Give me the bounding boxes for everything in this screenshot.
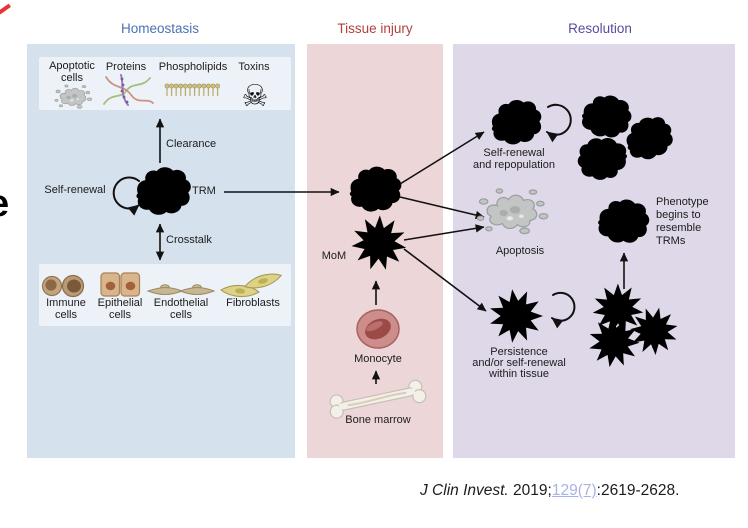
cropped-edge-letter: e bbox=[0, 185, 9, 223]
red-corner-mark bbox=[0, 3, 11, 15]
endothelial-cells-label: Endothelial cells bbox=[153, 297, 209, 321]
header-resolution: Resolution bbox=[568, 21, 632, 36]
self-renewal-label: Self-renewal bbox=[44, 184, 106, 196]
apoptosis-label: Apoptosis bbox=[495, 245, 545, 257]
citation-volume-link[interactable]: 129(7) bbox=[551, 482, 597, 499]
citation-pages: :2619-2628. bbox=[596, 482, 680, 499]
toxins-label: Toxins bbox=[238, 61, 270, 73]
epithelial-cells-label: Epithelial cells bbox=[97, 297, 143, 321]
citation: J Clin Invest. 2019;129(7):2619-2628. bbox=[420, 482, 679, 500]
citation-journal: J Clin Invest. bbox=[420, 482, 509, 499]
header-homeostasis: Homeostasis bbox=[120, 21, 200, 36]
bone-marrow-label: Bone marrow bbox=[345, 414, 411, 426]
header-tissue-injury: Tissue injury bbox=[337, 21, 413, 36]
trm-label: TRM bbox=[192, 185, 216, 197]
proteins-label: Proteins bbox=[105, 61, 147, 73]
self-renewal-repopulation-label: Self-renewal and repopulation bbox=[473, 147, 555, 171]
phospholipids-label: Phospholipids bbox=[158, 61, 228, 73]
phenotype-label: Phenotype begins to resemble TRMs bbox=[656, 196, 709, 247]
fibroblasts-label: Fibroblasts bbox=[226, 297, 280, 309]
immune-cells-label: Immune cells bbox=[46, 297, 86, 321]
clearance-label: Clearance bbox=[166, 138, 217, 150]
mom-label: MoM bbox=[321, 250, 347, 262]
crosstalk-label: Crosstalk bbox=[166, 234, 212, 246]
monocyte-label: Monocyte bbox=[354, 353, 402, 365]
citation-year: 2019; bbox=[508, 482, 552, 499]
apoptotic-cells-label: Apoptotic cells bbox=[49, 60, 95, 84]
persistence-label: Persistence and/or self-renewal within t… bbox=[472, 346, 566, 380]
